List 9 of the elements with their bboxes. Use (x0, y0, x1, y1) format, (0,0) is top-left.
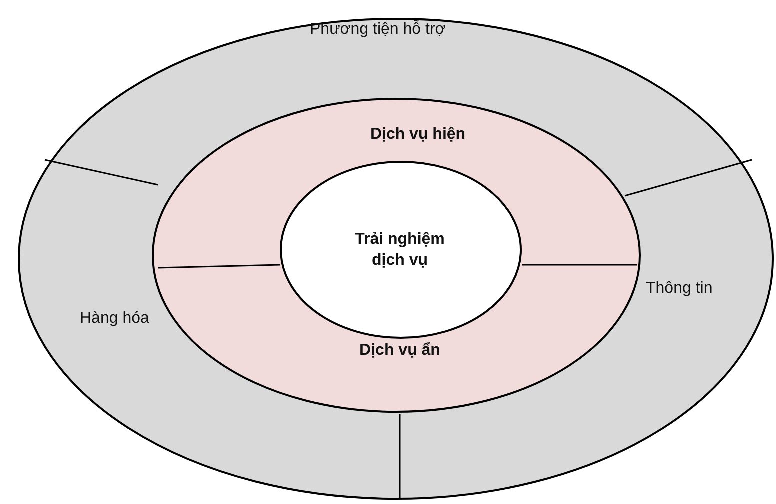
ring-label: Dịch vụ hiện (369, 125, 467, 145)
ring-label: Dịch vụ ẩn (358, 341, 442, 361)
outer-ring (18, 18, 774, 500)
ring-label: Trải nghiệm dịch vụ (354, 230, 446, 271)
ring-label: Thông tin (646, 279, 713, 299)
ring-label: Hàng hóa (80, 309, 150, 329)
inner-ellipse (280, 161, 522, 339)
ring-label: Phương tiện hỗ trợ (310, 19, 446, 40)
middle-ring (152, 98, 641, 413)
